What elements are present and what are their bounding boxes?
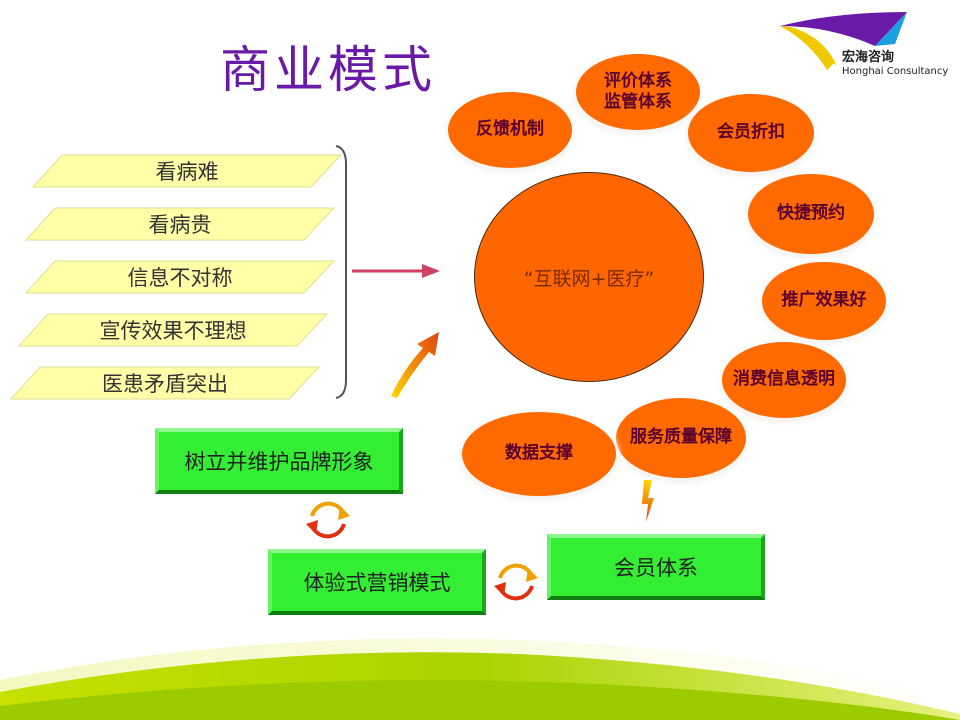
problem-item: 医患矛盾突出 [10,366,320,400]
measure-box-experience: 体验式营销模式 [268,549,486,615]
benefit-label: 数据支撑 [505,443,573,464]
cycle-arrows-icon [306,501,350,539]
decorative-wave [0,638,960,720]
benefit-oval-transparency: 消费信息透明 [722,342,846,418]
benefit-label: 监管体系 [604,92,672,112]
cycle-arrows-icon [494,563,538,601]
measure-box-brand: 树立并维护品牌形象 [155,428,403,494]
benefit-label: 反馈机制 [476,119,544,140]
benefit-oval-data: 数据支撑 [462,412,616,496]
problem-label: 看病贵 [148,213,212,237]
flame-arrow-icon [391,332,439,398]
logo-subtitle: Honghai Consultancy [842,66,949,77]
problem-label: 医患矛盾突出 [102,372,228,396]
benefit-oval-service: 服务质量保障 [616,398,746,478]
benefit-label: 快捷预约 [777,203,845,224]
problem-label: 宣传效果不理想 [99,319,247,343]
benefit-label: 服务质量保障 [630,427,732,448]
logo-name: 宏海咨询 [842,50,895,65]
measure-label: 会员体系 [614,556,698,580]
benefit-label: 会员折扣 [717,122,785,143]
measure-label: 树立并维护品牌形象 [184,450,374,474]
center-circle: “互联网+医疗” [474,172,704,382]
benefit-label: 消费信息透明 [733,369,835,390]
benefit-oval-booking: 快捷预约 [748,174,874,254]
problem-item: 信息不对称 [25,260,335,294]
logo [775,4,955,84]
bracket-connector [335,145,440,399]
center-label: “互联网+医疗” [523,267,655,290]
benefit-label: 推广效果好 [781,290,867,311]
benefit-label: 评价体系 [604,70,672,91]
measure-box-membership: 会员体系 [547,534,765,600]
problem-item: 看病难 [32,154,342,188]
benefit-oval-member-discount: 会员折扣 [688,94,814,172]
lightning-arrow-icon [642,480,654,522]
benefit-oval-promotion: 推广效果好 [762,262,886,340]
page-title: 商业模式 [220,41,436,99]
problem-item: 宣传效果不理想 [18,313,328,347]
problem-label: 信息不对称 [127,266,233,290]
benefit-oval-feedback: 反馈机制 [448,92,572,168]
problem-item: 看病贵 [25,207,335,241]
measure-label: 体验式营销模式 [303,571,451,595]
problem-label: 看病难 [155,160,219,184]
benefit-oval-evaluation: 评价体系 监管体系 [576,54,700,130]
logo-mark-icon [780,12,907,70]
